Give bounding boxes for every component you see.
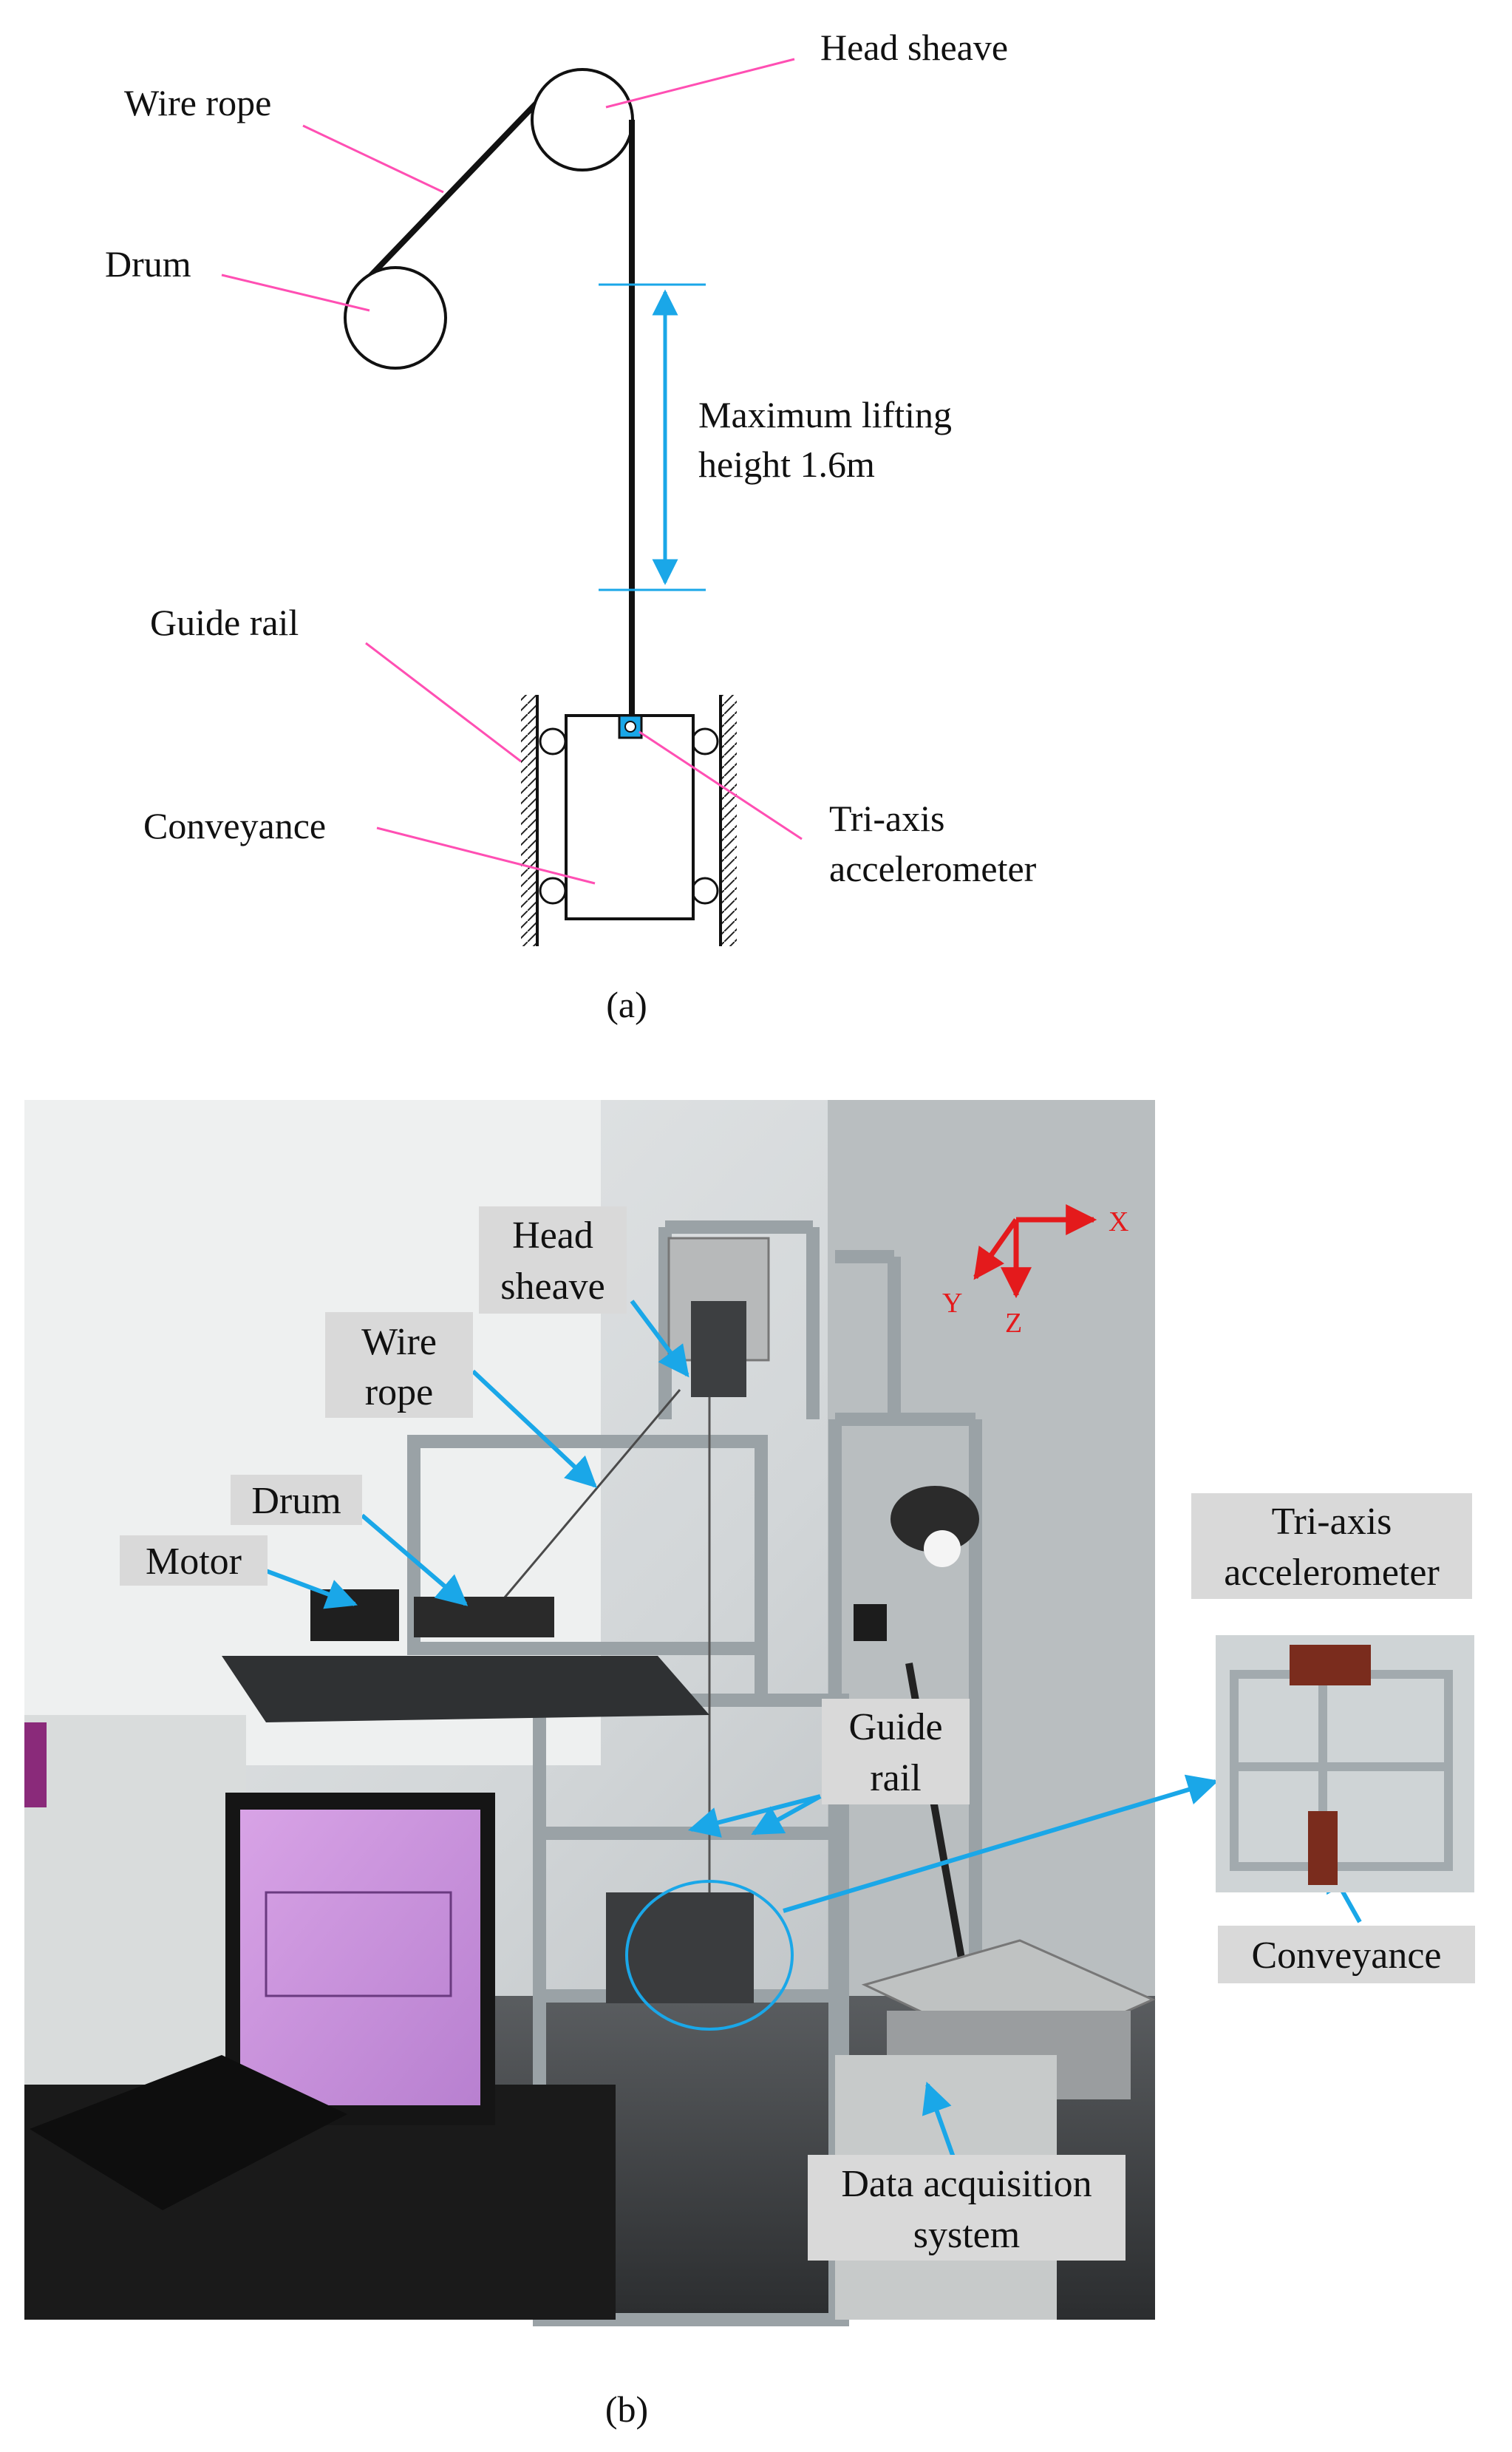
label-drum: Drum: [105, 243, 191, 285]
lifting-height-dimension: [599, 283, 706, 591]
accelerometer-symbol: [618, 714, 643, 739]
label-accelerometer-2: accelerometer: [829, 848, 1037, 889]
label-conveyance-b: Conveyance: [1251, 1935, 1441, 1977]
inset-photo: Tri-axis accelerometer Conveyance: [1191, 1493, 1475, 1983]
label-accelerometer-1: Tri-axis: [829, 798, 945, 839]
label-daq-b-2: system: [913, 2214, 1020, 2256]
label-conveyance: Conveyance: [143, 805, 326, 846]
label-head-sheave-b-2: sheave: [500, 1266, 605, 1308]
guide-rails: [521, 695, 737, 946]
caption-a: (a): [606, 984, 647, 1025]
axis-y-label: Y: [942, 1288, 962, 1319]
label-wire-rope: Wire rope: [124, 82, 271, 123]
conveyance-highlight: [625, 1880, 794, 2031]
label-guide-rail-b-1: Guide: [848, 1706, 942, 1748]
drum-circle: [344, 266, 447, 370]
photo-arrows: [265, 1300, 1362, 2190]
schematic-a: Head sheave Wire rope Drum Maximum lifti…: [105, 27, 1037, 1025]
label-head-sheave: Head sheave: [820, 27, 1008, 68]
label-daq-b-1: Data acquisition: [841, 2163, 1092, 2205]
axis-z-label: Z: [1005, 1308, 1022, 1339]
label-drum-b: Drum: [251, 1480, 341, 1522]
axis-x-label: X: [1109, 1206, 1128, 1237]
caption-b: (b): [605, 2388, 648, 2430]
photo-b: X Y Z Head sheave Wire rope Drum Motor: [24, 1100, 1362, 2430]
label-accelerometer-b-1: Tri-axis: [1272, 1501, 1392, 1543]
coordinate-axes: X Y Z: [942, 1204, 1128, 1339]
head-sheave-circle: [531, 68, 634, 171]
label-guide-rail-b-2: rail: [870, 1757, 921, 1799]
label-guide-rail: Guide rail: [150, 602, 299, 643]
leader-lines: [221, 58, 803, 885]
label-head-sheave-b-1: Head: [512, 1215, 593, 1257]
label-motor-b: Motor: [146, 1541, 242, 1583]
label-max-lifting-2: height 1.6m: [698, 444, 875, 485]
test-rig: [407, 1220, 982, 2326]
label-accelerometer-b-2: accelerometer: [1224, 1552, 1440, 1594]
label-max-lifting-1: Maximum lifting: [698, 394, 952, 435]
label-wire-rope-b-2: rope: [365, 1371, 433, 1413]
label-wire-rope-b-1: Wire: [361, 1321, 437, 1363]
wire-rope-line: [360, 94, 545, 287]
conveyance-box: [565, 714, 695, 920]
